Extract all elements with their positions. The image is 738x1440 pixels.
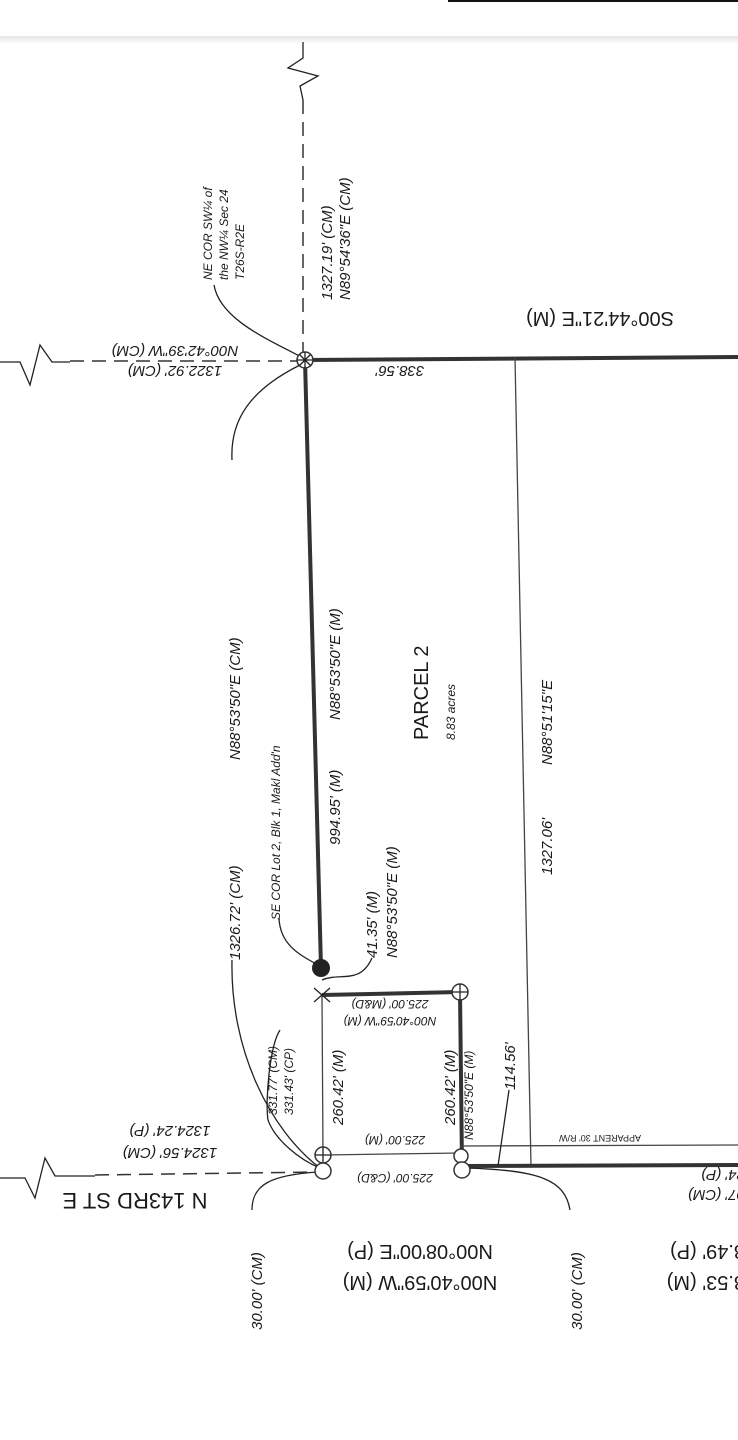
lot-top-bearing: N00°40'59"W (M) xyxy=(344,1014,437,1028)
leader-offset xyxy=(321,957,373,981)
top-dist: 338.56' xyxy=(374,362,424,379)
leader-section-left xyxy=(231,959,321,1169)
monument-se-cor xyxy=(312,959,330,977)
north-line-bearing: N88°53'50"E (M) xyxy=(327,608,344,720)
ne-cor-label: the NW¼ Sec 24 xyxy=(217,189,231,280)
offset-left: 30.00' (CM) xyxy=(249,1252,266,1330)
road-bearing-p: N00°08'00"E (P) xyxy=(347,1240,493,1262)
right-p2: 24' (P) xyxy=(701,1166,738,1183)
east-dist: 1327.06' xyxy=(539,817,556,875)
divider-shadow xyxy=(0,36,738,44)
east-bearing: N88°51'15"E xyxy=(539,679,556,765)
road-p: 1324.24' (P) xyxy=(129,1122,210,1139)
leader-se-cor xyxy=(278,917,319,966)
offset-right: 30.00' (CM) xyxy=(569,1252,586,1330)
north-line-dist: 994.95' (M) xyxy=(327,770,344,845)
monument-lot-se xyxy=(453,1148,471,1179)
lot-east-bearing: N88°53'50"E (M) xyxy=(462,1051,476,1140)
lot-cm: 331.77' (CM) xyxy=(266,1046,280,1115)
parcel-north-line xyxy=(304,355,738,362)
west-top-dist: 1322.92' (CM) xyxy=(128,362,223,379)
lot-west-line xyxy=(321,994,324,1156)
monument-x xyxy=(313,987,331,1003)
right-m: 8.53' (M) xyxy=(667,1271,738,1293)
lot-bottom-dist: 225.00' (M) xyxy=(365,1133,426,1147)
road-cm: 1324.56' (CM) xyxy=(123,1144,218,1161)
ne-cor-label: T26S-R2E xyxy=(233,223,247,280)
leader-offset-right xyxy=(464,1167,571,1211)
parcel-name: PARCEL 2 xyxy=(411,646,433,740)
right-cm: 97' (CM) xyxy=(688,1186,738,1203)
lot-top-line xyxy=(321,990,461,997)
row-line xyxy=(459,1144,738,1147)
parcel-west-line xyxy=(303,359,323,969)
monument-ne-cor xyxy=(296,351,314,369)
section-bearing: N88°53'50"E (CM) xyxy=(227,637,244,760)
lot-bottom-cd: 225.00' (C&D) xyxy=(357,1171,434,1185)
lot-cp: 331.43' (CP) xyxy=(282,1048,296,1115)
leader-lot-cm xyxy=(266,1029,321,1169)
monument-lot-ne xyxy=(451,983,469,1001)
section-dist: 1326.72' (CM) xyxy=(227,865,244,960)
north-dist: 1327.19' (CM) xyxy=(319,205,336,300)
top-bearing: S00°44'21"E (M) xyxy=(526,307,674,329)
leader-section xyxy=(231,364,301,461)
road-bearing-m: N00°40'59"W (M) xyxy=(343,1271,498,1293)
road-name: N 143RD ST E xyxy=(62,1188,207,1213)
road-south-line xyxy=(461,1163,738,1168)
break-symbol-top xyxy=(286,42,320,101)
lot-east-line xyxy=(458,991,464,1167)
north-bearing: N89°54'36"E (CM) xyxy=(337,177,354,300)
ne-cor-label: NE COR SW¼ of xyxy=(201,186,215,280)
gap-dist: 114.56' xyxy=(502,1041,519,1090)
offset-dist: 41.35' (M) xyxy=(364,891,381,958)
lot-east-dist: 260.42' (M) xyxy=(442,1050,459,1126)
top-bar xyxy=(0,0,738,38)
break-symbol-road xyxy=(0,1156,95,1200)
se-cor-label: SE COR Lot 2, Blk 1, Makl Add'n xyxy=(269,745,283,920)
west-top-bearing: N00°42'39"W (CM) xyxy=(112,342,239,359)
monument-lot-sw xyxy=(314,1146,332,1180)
parcel-area: 8.83 acres xyxy=(444,684,458,740)
lot-top-dist: 225.00' (M&D) xyxy=(352,997,430,1011)
lot-west-dist: 260.42' (M) xyxy=(330,1050,347,1126)
top-rule xyxy=(448,0,738,2)
break-symbol-left xyxy=(0,343,70,388)
lot-bottom-line xyxy=(322,1152,461,1156)
parcel-east-line xyxy=(514,357,532,1167)
leader-ne-cor xyxy=(213,284,304,359)
right-p: 8.49' (P) xyxy=(670,1240,738,1262)
leader-offset-left xyxy=(251,1171,319,1211)
row-label: APPARENT 30' R/W xyxy=(559,1133,641,1143)
road-centerline xyxy=(94,1171,319,1176)
offset-bearing: N88°53'50"E (M) xyxy=(384,846,401,958)
leader-gap xyxy=(497,1089,510,1167)
